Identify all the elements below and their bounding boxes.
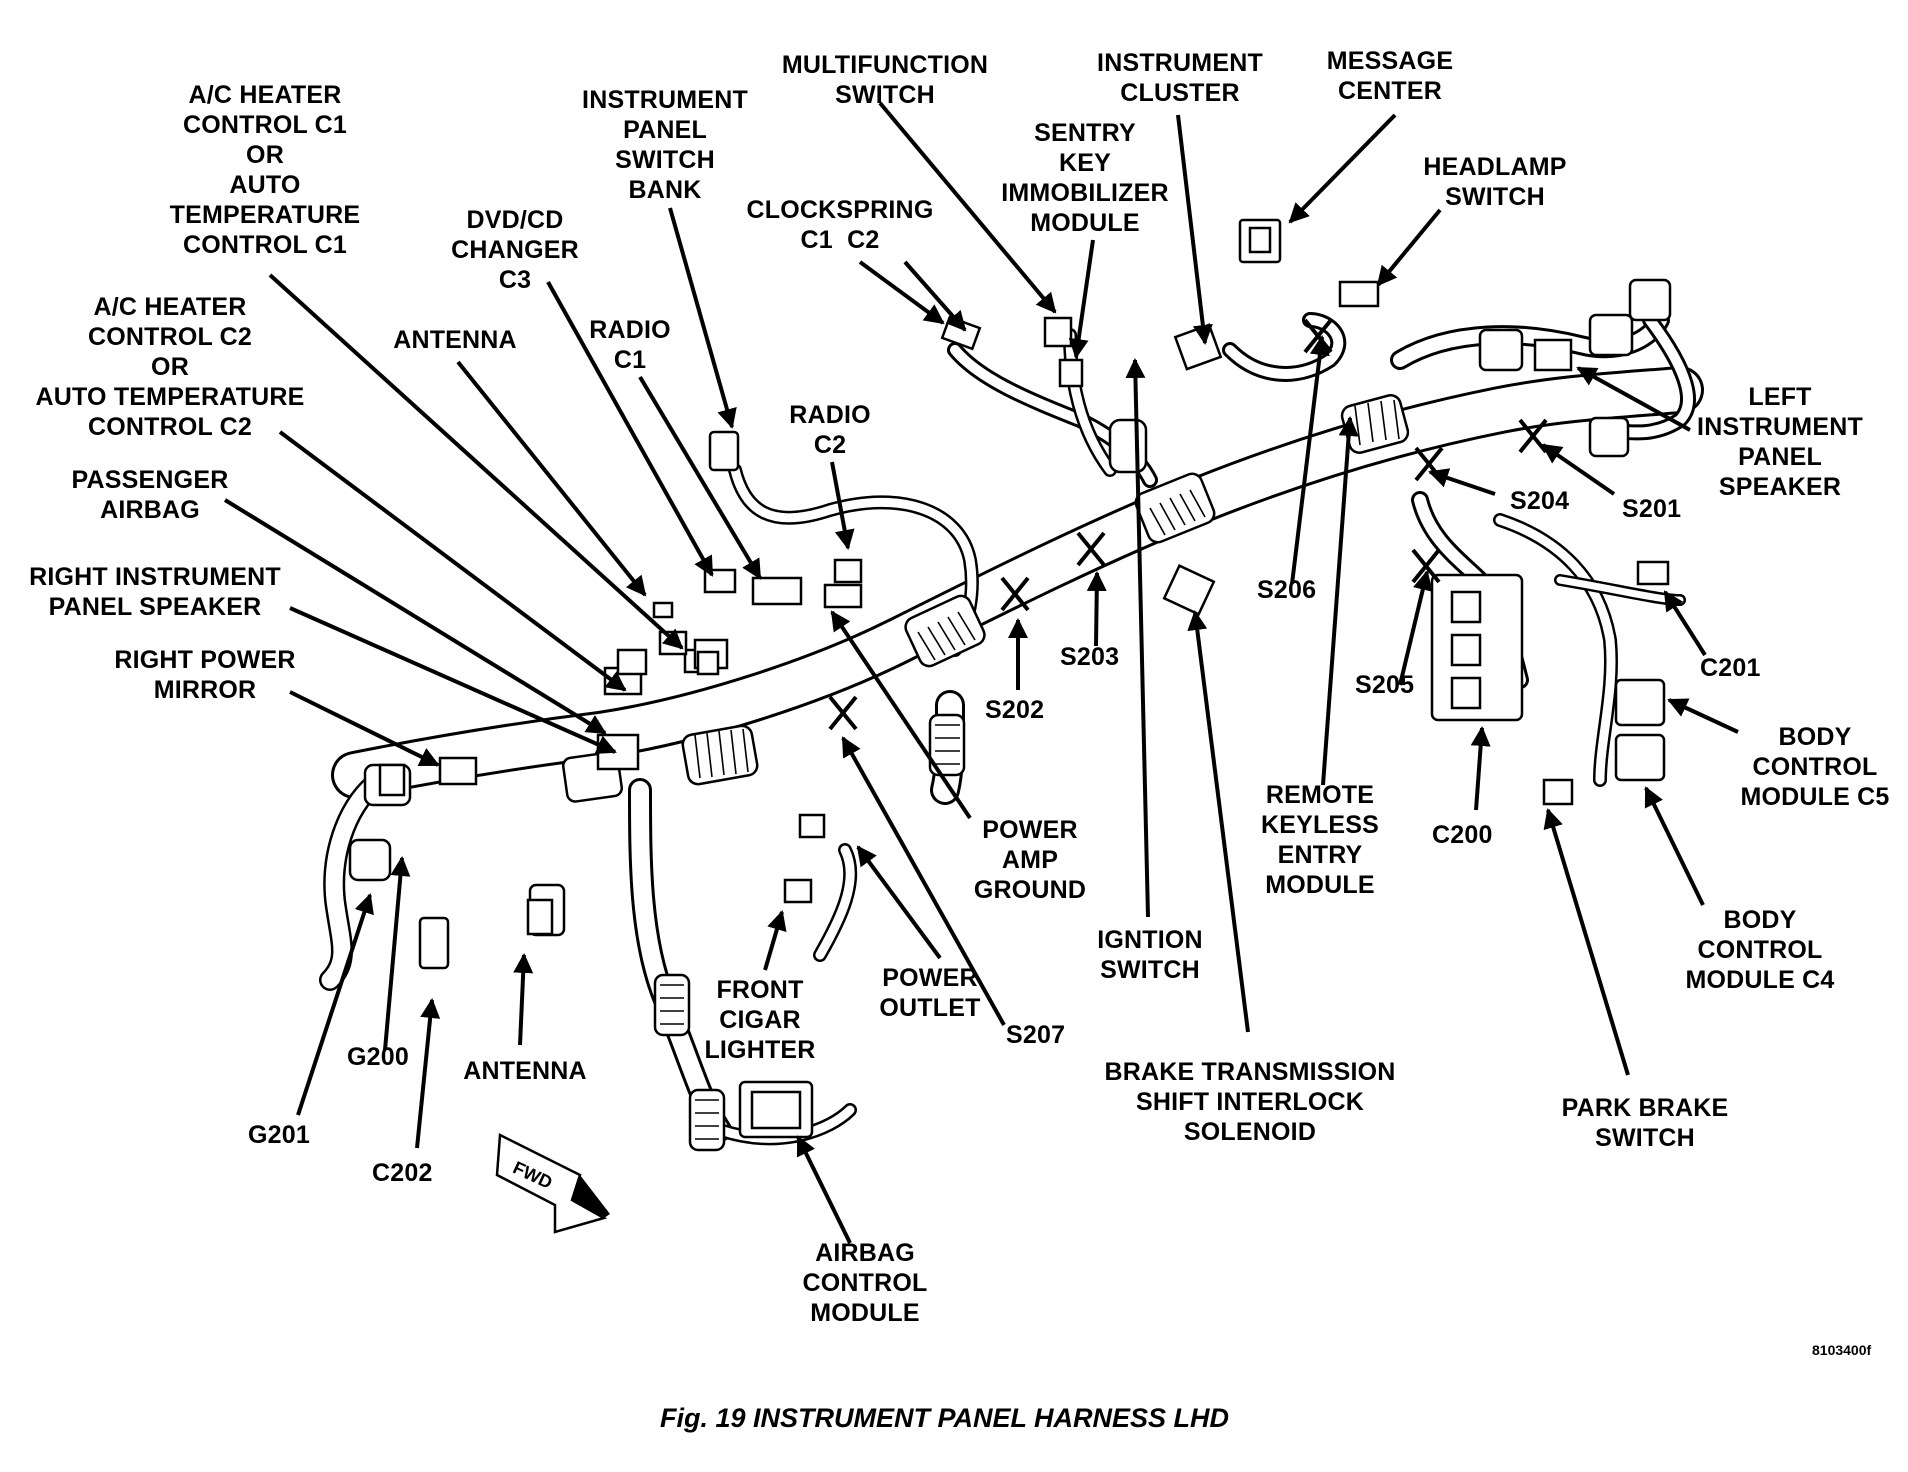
label-ip-switch-bank: INSTRUMENT PANEL SWITCH BANK [582,86,748,204]
label-right-power-mirror: RIGHT POWER MIRROR [114,646,296,704]
label-ac-heater-c1: A/C HEATER CONTROL C1 OR AUTO TEMPERATUR… [169,81,361,259]
fwd-arrow-icon: FWD [495,1133,610,1234]
label-s207: S207 [1006,1021,1066,1049]
label-message-center: MESSAGE CENTER [1326,47,1454,105]
label-power-outlet: POWER OUTLET [879,964,981,1022]
label-remote-keyless: REMOTE KEYLESS ENTRY MODULE [1260,781,1380,899]
label-sentry-key: SENTRY KEY IMMOBILIZER MODULE [1001,119,1169,237]
main-harness-trunk [319,310,1704,1146]
label-multifunction-switch: MULTIFUNCTION SWITCH [781,51,989,109]
label-right-ip-speaker: RIGHT INSTRUMENT PANEL SPEAKER [29,563,281,621]
label-passenger-airbag: PASSENGER AIRBAG [71,466,229,524]
label-g201: G201 [248,1121,310,1149]
label-antenna-bottom: ANTENNA [463,1057,587,1085]
label-airbag-control-module: AIRBAG CONTROL MODULE [802,1239,928,1327]
image-code: 8103400f [1812,1342,1872,1358]
connectors [378,218,1670,1139]
label-body-control-c4: BODY CONTROL MODULE C4 [1685,906,1835,994]
label-g200: G200 [347,1043,409,1071]
label-c202: C202 [372,1159,433,1187]
label-s205: S205 [1355,671,1415,699]
label-c200: C200 [1432,821,1493,849]
label-headlamp-switch: HEADLAMP SWITCH [1423,153,1567,211]
label-clockspring: CLOCKSPRING C1 C2 [746,196,934,254]
leader-lines [223,101,1739,1244]
label-s202: S202 [985,696,1045,724]
label-power-amp-ground: POWER AMP GROUND [973,816,1087,904]
label-c201: C201 [1700,654,1761,682]
label-s206: S206 [1257,576,1317,604]
label-dvd-cd-changer: DVD/CD CHANGER C3 [451,206,579,294]
label-instrument-cluster: INSTRUMENT CLUSTER [1097,49,1263,107]
label-park-brake-switch: PARK BRAKE SWITCH [1561,1094,1729,1152]
label-left-ip-speaker: LEFT INSTRUMENT PANEL SPEAKER [1697,383,1863,501]
label-s201: S201 [1622,495,1682,523]
label-brake-transmission: BRAKE TRANSMISSION SHIFT INTERLOCK SOLEN… [1104,1058,1396,1146]
label-body-control-c5: BODY CONTROL MODULE C5 [1740,723,1890,811]
label-ignition-switch: IGNTION SWITCH [1097,926,1203,984]
label-radio-c1: RADIO C1 [589,316,671,374]
label-s203: S203 [1060,643,1120,671]
tape-ribs [660,399,1400,1140]
label-front-cigar-lighter: FRONT CIGAR LIGHTER [704,976,816,1064]
label-antenna-top: ANTENNA [393,326,517,354]
label-s204: S204 [1510,487,1570,515]
label-radio-c2: RADIO C2 [789,401,871,459]
figure-caption: Fig. 19 INSTRUMENT PANEL HARNESS LHD [660,1403,1230,1433]
label-ac-heater-c2: A/C HEATER CONTROL C2 OR AUTO TEMPERATUR… [35,293,305,441]
